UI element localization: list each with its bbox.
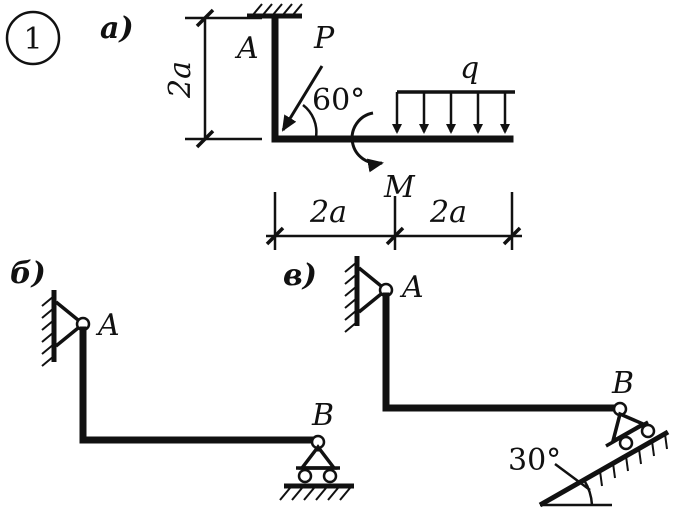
variant-b-label: б) (10, 256, 46, 291)
angle-leader (554, 462, 591, 492)
variant-v-label: в) (283, 258, 317, 293)
support-b-label-b: B (311, 398, 334, 433)
frame-b (79, 326, 322, 452)
height-dim-label: 2a (163, 61, 198, 99)
wall-v (344, 256, 360, 333)
roller-support-b (279, 434, 354, 501)
support-a-label-v: A (399, 270, 424, 305)
moment-m: M (350, 111, 416, 205)
angle-arc (302, 104, 318, 138)
problem-number-badge: 1 (5, 10, 61, 66)
problem-number: 1 (23, 22, 42, 57)
load-q-label: q (460, 51, 479, 86)
span-dimension: 2a 2a (265, 192, 522, 250)
moment-m-label: M (383, 170, 416, 205)
fixed-support-a (247, 3, 303, 19)
distributed-load-q: q (392, 51, 515, 134)
incline-angle-label: 30° (508, 443, 561, 478)
support-b-label-v: B (611, 366, 634, 401)
variant-b: б) A (10, 256, 354, 501)
wall-b (41, 290, 57, 367)
force-p: P 60° (281, 21, 365, 138)
force-p-label: P (313, 21, 335, 56)
frame-a (271, 14, 514, 143)
inclined-roller-support-b (538, 401, 670, 508)
angle-60-label: 60° (312, 83, 365, 118)
span-left-label: 2a (309, 195, 347, 230)
height-dimension: 2a (163, 8, 262, 149)
frame-v (382, 292, 618, 412)
span-right-label: 2a (429, 195, 467, 230)
variant-v: в) A (283, 256, 670, 508)
variant-a: а) A 2a P 60° (100, 3, 522, 250)
support-a-label-b: A (95, 308, 120, 343)
support-a-label: A (234, 31, 259, 66)
variant-a-label: а) (100, 11, 134, 46)
